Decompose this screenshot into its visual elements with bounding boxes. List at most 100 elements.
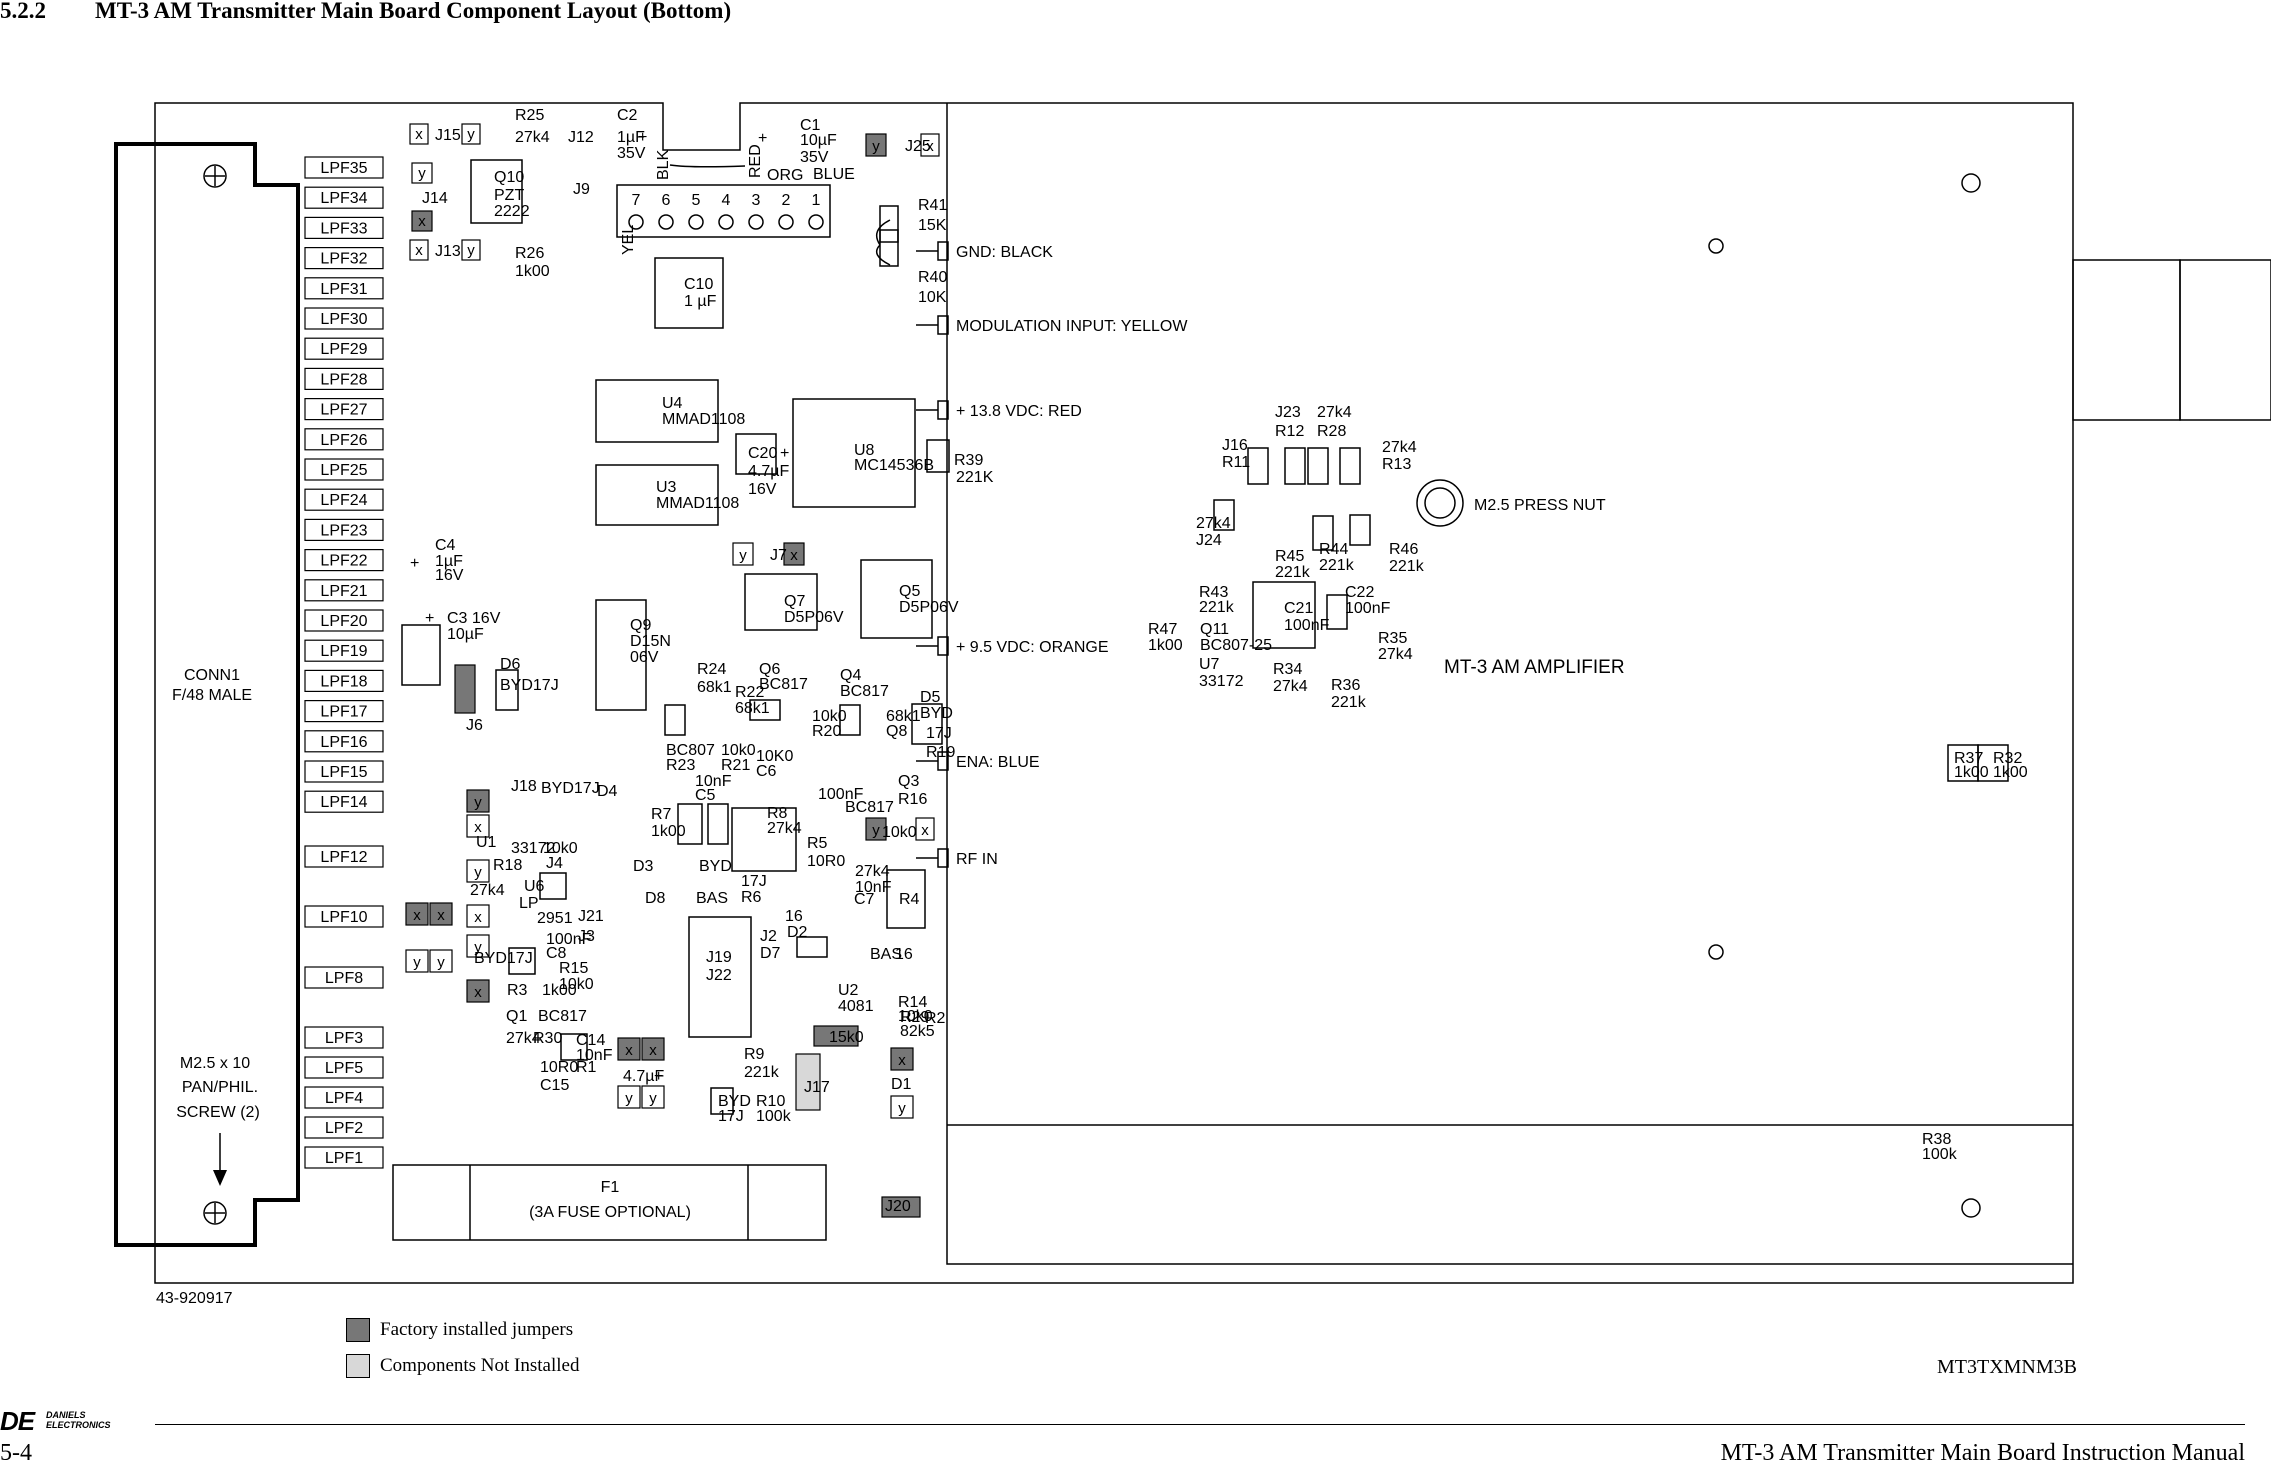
component-label: 2951 bbox=[537, 910, 573, 927]
component-label: BYD bbox=[718, 1093, 751, 1110]
component-label: 10nF bbox=[695, 773, 732, 790]
component-label: U2 bbox=[838, 982, 859, 999]
jumper-letter: x bbox=[474, 909, 482, 926]
ic-outline bbox=[1252, 581, 1316, 649]
jumper-cell bbox=[732, 542, 754, 566]
component-label: C6 bbox=[756, 763, 777, 780]
component-label: 1k00 bbox=[1954, 764, 1989, 781]
component-label: J12 bbox=[568, 129, 594, 146]
component-label: 221k bbox=[1319, 557, 1355, 574]
component-label: D5 bbox=[920, 689, 941, 706]
jumper-cell bbox=[865, 133, 887, 157]
component-label: C8 bbox=[546, 945, 567, 962]
component-label: J25 bbox=[905, 138, 931, 155]
component-label: R43 bbox=[1199, 584, 1228, 601]
lpf-pad bbox=[304, 1026, 384, 1049]
component-label: R2 bbox=[925, 1010, 946, 1027]
resistor-outline bbox=[926, 439, 950, 473]
lpf-label: LPF34 bbox=[320, 190, 367, 207]
component-label: 27k4 bbox=[515, 129, 550, 146]
component-label: R9 bbox=[744, 1046, 765, 1063]
jumper-cell bbox=[920, 133, 940, 157]
lpf-pad bbox=[304, 669, 384, 693]
component-label: C2 bbox=[617, 107, 638, 124]
lpf-pad bbox=[304, 458, 384, 481]
component-label: BC817 bbox=[538, 1008, 587, 1025]
component-label: R23 bbox=[666, 757, 695, 774]
component-label: 27k4 bbox=[767, 820, 802, 837]
resistor-outline bbox=[1339, 447, 1361, 485]
header-pin-number: 3 bbox=[752, 192, 761, 209]
component-label: C1 bbox=[800, 117, 821, 134]
component-label: BC817 bbox=[845, 799, 894, 816]
component-label: 15k0 bbox=[829, 1029, 864, 1046]
lpf-label: LPF29 bbox=[320, 341, 367, 358]
component-label: D8 bbox=[645, 890, 666, 907]
connector-type: F/48 MALE bbox=[172, 687, 252, 704]
component-label: 17J bbox=[926, 725, 952, 742]
fuse-body bbox=[519, 1178, 701, 1224]
component-label: J4 bbox=[546, 855, 563, 872]
diode-outline bbox=[539, 872, 567, 900]
component-label: + bbox=[758, 130, 767, 147]
component-label: 10nF bbox=[576, 1047, 613, 1064]
component-label: 10K0 bbox=[756, 748, 793, 765]
component-label: 27k4 bbox=[855, 863, 890, 880]
lpf-label: LPF26 bbox=[320, 432, 367, 449]
lpf-pad bbox=[304, 905, 384, 928]
component-label: R13 bbox=[1382, 456, 1411, 473]
component-label: 27k4 bbox=[1196, 515, 1231, 532]
component-label: R15 bbox=[559, 960, 588, 977]
component-label: J3 bbox=[578, 928, 595, 945]
component-label: R12 bbox=[1275, 423, 1304, 440]
component-label: R46 bbox=[1389, 541, 1418, 558]
component-label: Q8 bbox=[886, 723, 907, 740]
component-label: R45 bbox=[1275, 548, 1304, 565]
component-label: 2222 bbox=[494, 203, 530, 220]
input-label: ENA: BLUE bbox=[956, 754, 1040, 771]
component-label: 1 µF bbox=[684, 293, 717, 310]
shaded-component bbox=[881, 1196, 921, 1218]
component-label: C10 bbox=[684, 276, 713, 293]
company-logo: DE DANIELS ELECTRONICS bbox=[0, 1406, 111, 1437]
resistor-outline bbox=[879, 205, 899, 243]
component-label: R4 bbox=[899, 891, 920, 908]
component-label: D6 bbox=[500, 656, 521, 673]
legend: Factory installed jumpers Components Not… bbox=[346, 1312, 579, 1384]
component-label: C4 bbox=[435, 537, 456, 554]
jumper-letter: x bbox=[474, 984, 482, 1001]
ic-outline bbox=[654, 257, 724, 329]
jumper-cell bbox=[865, 817, 887, 841]
component-label: J2 bbox=[760, 928, 777, 945]
lpf-label: LPF10 bbox=[320, 909, 367, 926]
header-pin-number: 4 bbox=[722, 192, 731, 209]
component-label: R37 bbox=[1954, 750, 1983, 767]
transistor-outline bbox=[749, 699, 781, 721]
component-label: 15K bbox=[918, 217, 947, 234]
component-label: R19 bbox=[926, 744, 955, 761]
component-label: 1k00 bbox=[542, 982, 577, 999]
screw-count: SCREW (2) bbox=[176, 1104, 260, 1121]
component-label: R32 bbox=[1993, 750, 2022, 767]
component-label: 27k4 bbox=[1378, 646, 1413, 663]
lpf-label: LPF24 bbox=[320, 492, 367, 509]
component-label: R38 bbox=[1922, 1131, 1951, 1148]
transistor-outline bbox=[796, 936, 828, 958]
component-label: 06V bbox=[630, 649, 659, 666]
component-label: R18 bbox=[493, 857, 522, 874]
component-label: 100k bbox=[756, 1108, 792, 1125]
component-label: C20 bbox=[748, 445, 777, 462]
board-outline bbox=[154, 102, 2074, 1284]
component-label: 1k00 bbox=[1993, 764, 2028, 781]
component-label: R39 bbox=[954, 452, 983, 469]
input-label: MODULATION INPUT: YELLOW bbox=[956, 318, 1188, 335]
header-block bbox=[616, 184, 831, 238]
component-label: 10µF bbox=[447, 626, 484, 643]
component-label: R33 bbox=[0, 0, 29, 4]
component-label: Q9 bbox=[630, 617, 651, 634]
jumper-letter: y bbox=[474, 794, 482, 811]
lpf-pad bbox=[304, 1056, 384, 1079]
jumper-letter: y bbox=[467, 242, 475, 259]
board-part-number: 43-920917 bbox=[156, 1290, 233, 1307]
wire-color-red: RED bbox=[747, 144, 764, 178]
